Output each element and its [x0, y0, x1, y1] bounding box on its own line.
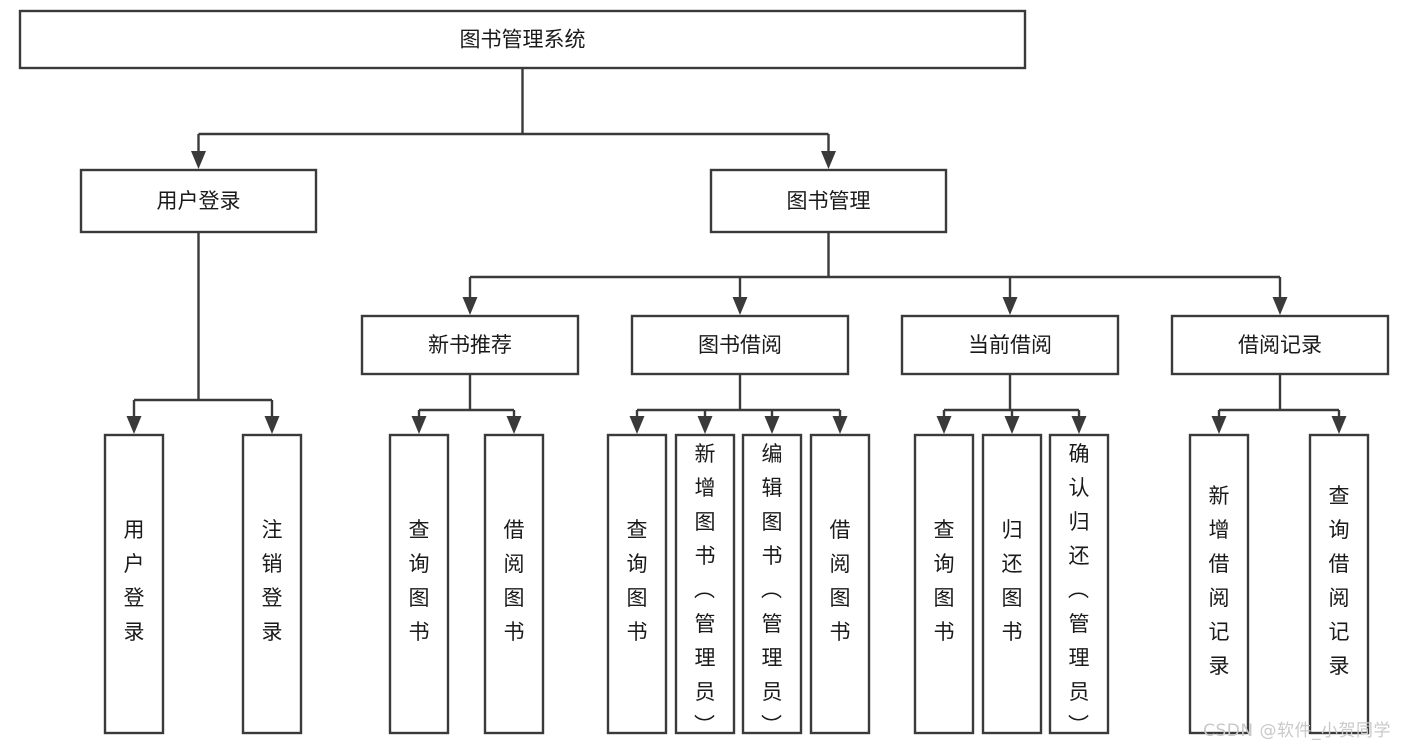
node-label-leaf_9: 归还图书 — [1002, 518, 1023, 644]
node-label-leaf_6: 编辑图书（管理员） — [761, 442, 783, 738]
node-leaf_2[interactable]: 查询图书 — [388, 433, 450, 735]
node-label-l2_0: 用户登录 — [157, 189, 241, 213]
node-leaf_12[interactable]: 查询借阅记录 — [1308, 433, 1370, 735]
arrow-head-l3_1 — [732, 297, 748, 315]
node-l3_1[interactable]: 图书借阅 — [630, 314, 850, 376]
node-leaf_4[interactable]: 查询图书 — [606, 433, 668, 735]
node-l3_2[interactable]: 当前借阅 — [900, 314, 1120, 376]
node-leaf_1[interactable]: 注销登录 — [241, 433, 303, 735]
node-box-leaf_9 — [981, 433, 1043, 735]
arrow-head-leaf_10 — [1071, 416, 1087, 434]
arrow-head-leaf_0 — [126, 416, 142, 434]
node-box-leaf_10 — [1048, 433, 1110, 735]
node-label-leaf_4: 查询图书 — [627, 518, 648, 644]
arrow-head-leaf_2 — [411, 416, 427, 434]
node-box-l3_2 — [900, 314, 1120, 376]
node-leaf_10[interactable]: 确认归还（管理员） — [1048, 433, 1110, 738]
node-label-l3_1: 图书借阅 — [698, 333, 782, 357]
arrow-head-leaf_8 — [936, 416, 952, 434]
arrow-head-leaf_3 — [506, 416, 522, 434]
node-leaf_5[interactable]: 新增图书（管理员） — [674, 433, 736, 738]
arrow-head-leaf_4 — [629, 416, 645, 434]
node-l2_1[interactable]: 图书管理 — [709, 168, 948, 234]
node-leaf_11[interactable]: 新增借阅记录 — [1188, 433, 1250, 735]
node-box-root — [18, 9, 1027, 70]
node-label-leaf_2: 查询图书 — [409, 518, 430, 644]
node-box-leaf_3 — [483, 433, 545, 735]
node-box-l2_1 — [709, 168, 948, 234]
node-label-leaf_12: 查询借阅记录 — [1329, 484, 1350, 678]
arrow-head-l2_0 — [191, 151, 206, 169]
node-root[interactable]: 图书管理系统 — [18, 9, 1027, 70]
node-leaf_6[interactable]: 编辑图书（管理员） — [741, 433, 803, 738]
connector-layer — [126, 68, 1347, 434]
node-box-leaf_2 — [388, 433, 450, 735]
node-box-leaf_0 — [103, 433, 165, 735]
node-leaf_7[interactable]: 借阅图书 — [809, 433, 871, 735]
node-label-l3_2: 当前借阅 — [968, 333, 1052, 357]
node-label-leaf_3: 借阅图书 — [504, 518, 525, 644]
node-label-l3_0: 新书推荐 — [428, 333, 512, 357]
arrow-head-l3_0 — [462, 297, 478, 315]
node-box-l3_3 — [1170, 314, 1390, 376]
node-box-leaf_7 — [809, 433, 871, 735]
node-label-l2_1: 图书管理 — [787, 189, 871, 213]
node-label-leaf_8: 查询图书 — [934, 518, 955, 644]
node-label-root: 图书管理系统 — [460, 28, 586, 52]
node-l2_0[interactable]: 用户登录 — [79, 168, 318, 234]
node-label-leaf_7: 借阅图书 — [830, 518, 851, 644]
node-box-l3_0 — [360, 314, 580, 376]
node-box-leaf_11 — [1188, 433, 1250, 735]
node-box-leaf_6 — [741, 433, 803, 735]
node-box-leaf_8 — [913, 433, 975, 735]
node-label-leaf_10: 确认归还（管理员） — [1068, 442, 1090, 738]
arrow-head-leaf_11 — [1211, 416, 1227, 434]
arrow-head-leaf_12 — [1331, 416, 1347, 434]
node-label-l3_3: 借阅记录 — [1238, 333, 1322, 357]
arrow-head-l3_2 — [1002, 297, 1018, 315]
arrow-head-leaf_6 — [764, 416, 780, 434]
node-label-leaf_11: 新增借阅记录 — [1209, 484, 1230, 678]
arrow-head-l3_3 — [1272, 297, 1288, 315]
node-leaf_9[interactable]: 归还图书 — [981, 433, 1043, 735]
node-box-leaf_4 — [606, 433, 668, 735]
node-leaf_0[interactable]: 用户登录 — [103, 433, 165, 735]
node-box-l3_1 — [630, 314, 850, 376]
watermark-label: CSDN @软件_小贺同学 — [1203, 721, 1391, 741]
arrow-head-l2_1 — [821, 151, 836, 169]
node-box-leaf_12 — [1308, 433, 1370, 735]
node-label-leaf_1: 注销登录 — [262, 518, 283, 644]
arrow-head-leaf_5 — [697, 416, 713, 434]
node-l3_0[interactable]: 新书推荐 — [360, 314, 580, 376]
arrow-head-leaf_7 — [832, 416, 848, 434]
node-layer: 图书管理系统用户登录图书管理新书推荐图书借阅当前借阅借阅记录用户登录注销登录查询… — [18, 9, 1390, 738]
node-leaf_8[interactable]: 查询图书 — [913, 433, 975, 735]
node-box-leaf_5 — [674, 433, 736, 735]
node-label-leaf_5: 新增图书（管理员） — [694, 442, 716, 738]
arrow-head-leaf_1 — [264, 416, 280, 434]
node-l3_3[interactable]: 借阅记录 — [1170, 314, 1390, 376]
node-leaf_3[interactable]: 借阅图书 — [483, 433, 545, 735]
arrow-head-leaf_9 — [1004, 416, 1020, 434]
node-box-leaf_1 — [241, 433, 303, 735]
node-label-leaf_0: 用户登录 — [124, 518, 145, 644]
node-box-l2_0 — [79, 168, 318, 234]
